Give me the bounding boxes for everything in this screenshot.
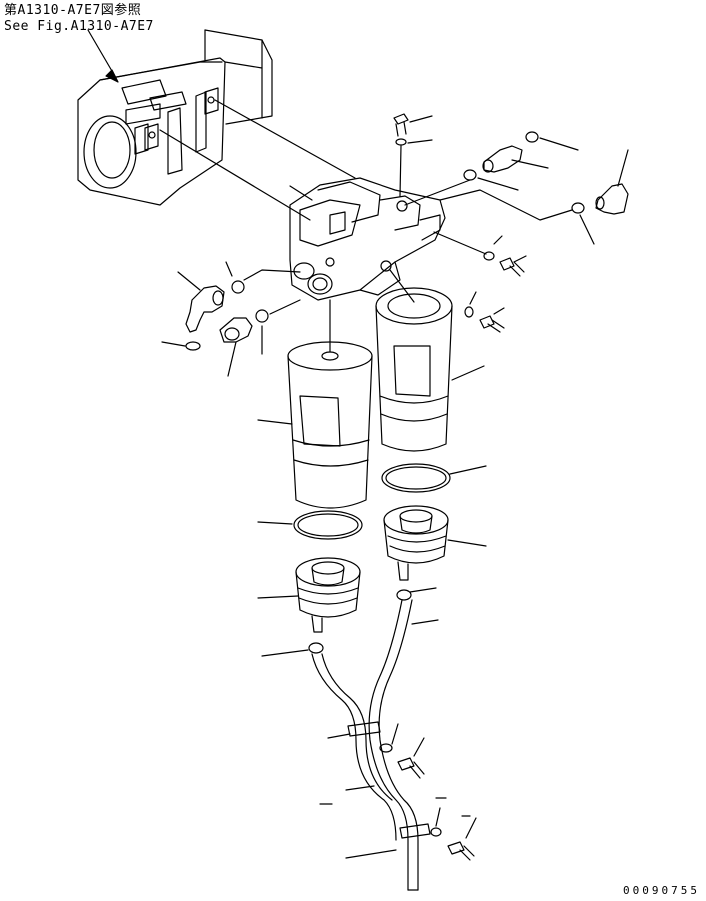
separator-bowl-left xyxy=(258,558,360,632)
connector-left xyxy=(220,300,300,376)
alignment-line xyxy=(160,130,310,220)
alignment-line xyxy=(215,100,355,178)
bolt-top xyxy=(394,114,432,196)
gasket-right xyxy=(382,464,486,492)
separator-bowl-right xyxy=(384,506,486,580)
engine-block-reference-part xyxy=(78,30,272,205)
gasket-left xyxy=(258,511,362,539)
elbow-fitting-left xyxy=(162,262,300,350)
bolt-mid-right xyxy=(434,232,526,276)
connector-upper-right xyxy=(405,132,578,205)
hose-clamp-upper xyxy=(328,722,424,778)
reference-note-japanese: 第A1310-A7E7図参照 xyxy=(4,3,142,18)
reference-note-english: See Fig.A1310-A7E7 xyxy=(4,19,154,34)
drawing-number: 00090755 xyxy=(623,884,700,897)
reference-arrow xyxy=(88,30,118,82)
filter-head xyxy=(290,178,445,300)
hose-clamp-lower xyxy=(346,786,476,860)
filter-cartridge-left xyxy=(258,300,372,508)
hose-clip xyxy=(262,588,436,656)
filter-cartridge-right xyxy=(376,270,484,451)
callout-leader xyxy=(290,186,470,816)
drain-hose xyxy=(312,600,438,890)
elbow-fitting-right xyxy=(440,150,628,244)
bolt-cartridge-right xyxy=(465,292,504,332)
